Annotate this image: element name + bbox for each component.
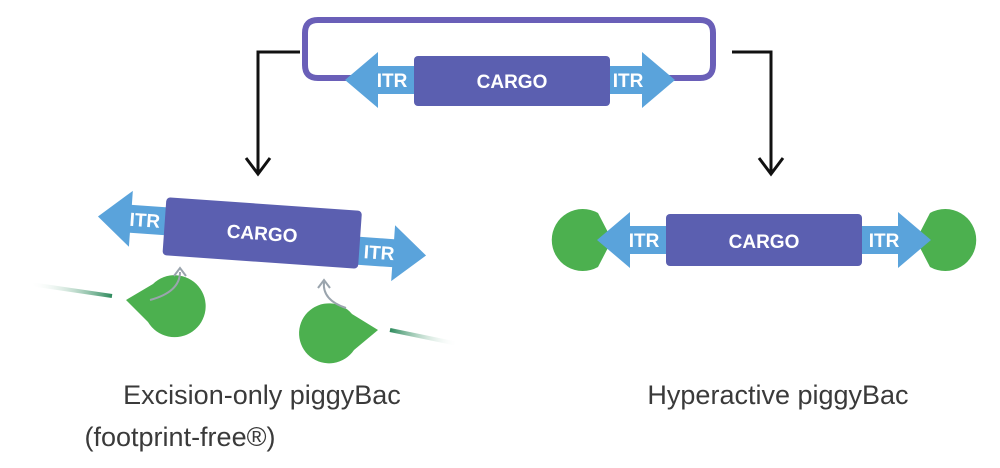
- plasmid-itr-left-arrow: [345, 52, 430, 108]
- hyperactive-caption: Hyperactive piggyBac: [647, 380, 908, 410]
- plasmid-construct: ITR CARGO ITR: [302, 17, 716, 108]
- hyperactive-transposase-right-icon: [916, 208, 977, 271]
- hyperactive-itr-right-arrow: [846, 212, 931, 268]
- hyperactive-itr-right-label: ITR: [869, 231, 900, 252]
- curved-arrow-right-icon: [322, 281, 347, 309]
- plasmid-itr-right-label: ITR: [613, 71, 644, 92]
- plasmid-cargo-label: CARGO: [477, 72, 548, 93]
- excision-cargo-box: [162, 197, 362, 269]
- excision-cargo-label: CARGO: [226, 222, 298, 248]
- excision-right-transposase: [299, 278, 459, 364]
- excision-caption-line2: (footprint-free®): [85, 422, 276, 452]
- plasmid-itr-left-label: ITR: [377, 71, 408, 92]
- hyperactive-construct: ITR CARGO ITR: [551, 208, 977, 271]
- excision-left-transposase: [29, 266, 206, 338]
- hyperactive-transposase-left-icon: [551, 209, 612, 271]
- hyperactive-cargo-label: CARGO: [729, 232, 800, 253]
- dna-strand-right: [389, 328, 459, 346]
- plasmid-cargo-box: [414, 56, 610, 106]
- transposase-right-icon: [299, 303, 378, 364]
- transposase-left-icon: [126, 275, 206, 338]
- curved-arrow-left-icon: [149, 271, 181, 301]
- hyperactive-cargo-box: [666, 214, 862, 266]
- plasmid-itr-right-arrow: [590, 52, 675, 108]
- excision-construct: ITR CARGO ITR: [97, 190, 427, 282]
- plasmid-loop: [302, 17, 716, 81]
- dna-strand-left: [29, 282, 113, 298]
- hyperactive-itr-left-arrow: [597, 212, 682, 268]
- hyperactive-itr-left-label: ITR: [629, 231, 660, 252]
- excision-itr-left-label: ITR: [129, 210, 161, 233]
- excision-itr-right-label: ITR: [363, 242, 395, 265]
- excision-itr-left-arrow: [97, 190, 182, 247]
- excision-itr-right-arrow: [343, 225, 427, 282]
- left-connector-arrow: [244, 50, 300, 177]
- right-connector-arrow: [732, 50, 785, 177]
- excision-caption-line1: Excision-only piggyBac: [123, 380, 401, 410]
